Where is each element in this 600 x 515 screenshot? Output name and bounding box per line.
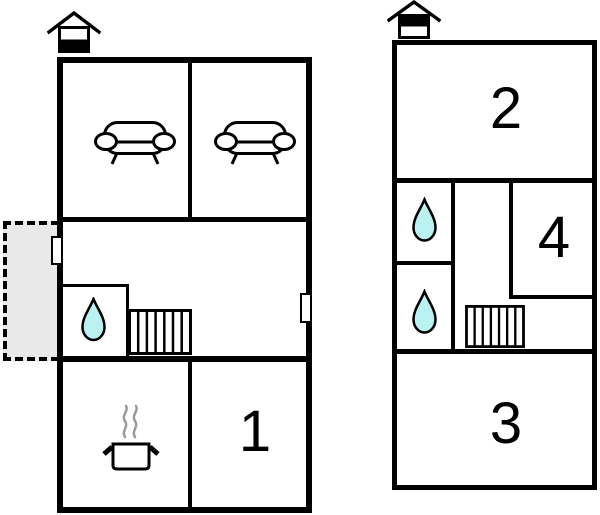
door-marker-left bbox=[51, 236, 63, 265]
sofa-icon bbox=[94, 121, 176, 165]
ground-floor-indicator-icon bbox=[47, 10, 101, 53]
water-drop-icon bbox=[412, 289, 437, 334]
bathroom bbox=[63, 284, 129, 356]
stairs-icon bbox=[128, 309, 192, 355]
room-label-4: 4 bbox=[537, 205, 571, 270]
stairs-icon bbox=[465, 305, 525, 348]
interior-wall-above-kitchen bbox=[62, 356, 307, 362]
interior-wall-bath-column bbox=[451, 183, 455, 349]
water-drop-icon bbox=[412, 197, 437, 242]
interior-wall-below-room2 bbox=[397, 178, 592, 183]
upper-floor-outline bbox=[392, 40, 597, 490]
door-marker-right bbox=[300, 293, 312, 323]
room-label-2: 2 bbox=[489, 76, 523, 141]
room-label-1: 1 bbox=[238, 399, 272, 464]
sofa-icon bbox=[214, 121, 296, 165]
water-drop-icon bbox=[81, 297, 106, 342]
interior-wall-sofa-divider bbox=[188, 63, 192, 221]
interior-wall-bath-divider bbox=[397, 261, 455, 265]
ground-floor-outline bbox=[57, 57, 312, 513]
interior-wall-below-sofas bbox=[62, 217, 307, 222]
cooking-pot-icon bbox=[102, 404, 160, 471]
interior-wall-above-room3 bbox=[397, 349, 592, 354]
upper-floor-indicator-icon bbox=[387, 0, 441, 39]
room-4-walls bbox=[509, 183, 593, 299]
room-label-3: 3 bbox=[489, 391, 523, 456]
terrace bbox=[3, 221, 59, 361]
interior-wall-kitchen-divider bbox=[188, 361, 192, 507]
